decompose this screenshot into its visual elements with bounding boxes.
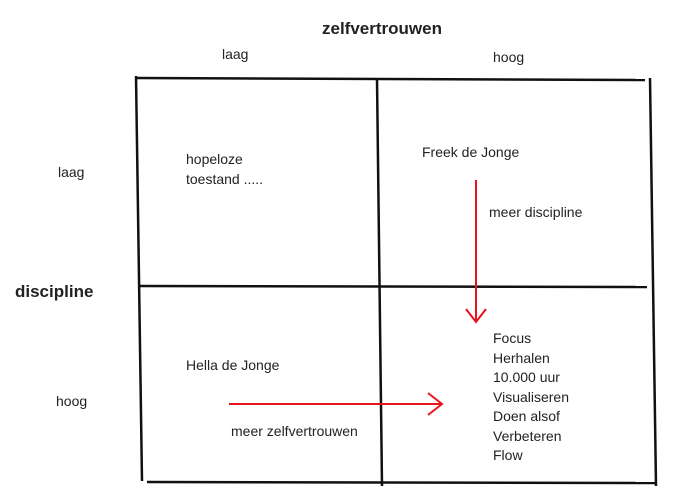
list-item: Visualiseren [493, 388, 570, 405]
column-level-high: hoog [493, 49, 525, 65]
list-item: Flow [493, 447, 523, 463]
grid-line-bottom [146, 480, 656, 485]
cell-high-low: Hella de Jonge [186, 357, 280, 373]
discipline-arrow-label: meer discipline [489, 204, 583, 220]
list-item: Doen alsof [493, 408, 560, 424]
column-axis-title: zelfvertrouwen [322, 19, 442, 38]
cell-high-high-list: Focus Herhalen 10.000 uur Visualiseren D… [493, 329, 569, 466]
grid-line-right [648, 77, 658, 487]
cell-low-low: hopeloze toestand ..... [186, 149, 263, 189]
self-confidence-arrow-label: meer zelfvertrouwen [231, 423, 358, 439]
grid-line-middle-vertical [375, 78, 384, 487]
row-level-low: laag [58, 164, 85, 180]
column-level-low: laag [222, 46, 249, 62]
list-item: Herhalen [493, 349, 550, 366]
list-item: Focus [493, 330, 532, 346]
self-confidence-arrow-head [427, 392, 444, 416]
list-item: Verbeteren [493, 427, 562, 444]
cell-low-low-line: hopeloze [186, 151, 243, 167]
row-axis-title: discipline [15, 282, 94, 301]
list-item: 10.000 uur [493, 369, 560, 385]
cell-low-low-line: toestand ..... [186, 171, 264, 187]
cell-low-high: Freek de Jonge [422, 144, 520, 160]
row-level-high: hoog [56, 393, 88, 409]
grid-line-left [134, 75, 144, 482]
discipline-arrow-head [465, 308, 487, 324]
grid-line-middle-horizontal [139, 284, 648, 289]
grid-line-top [135, 76, 646, 82]
